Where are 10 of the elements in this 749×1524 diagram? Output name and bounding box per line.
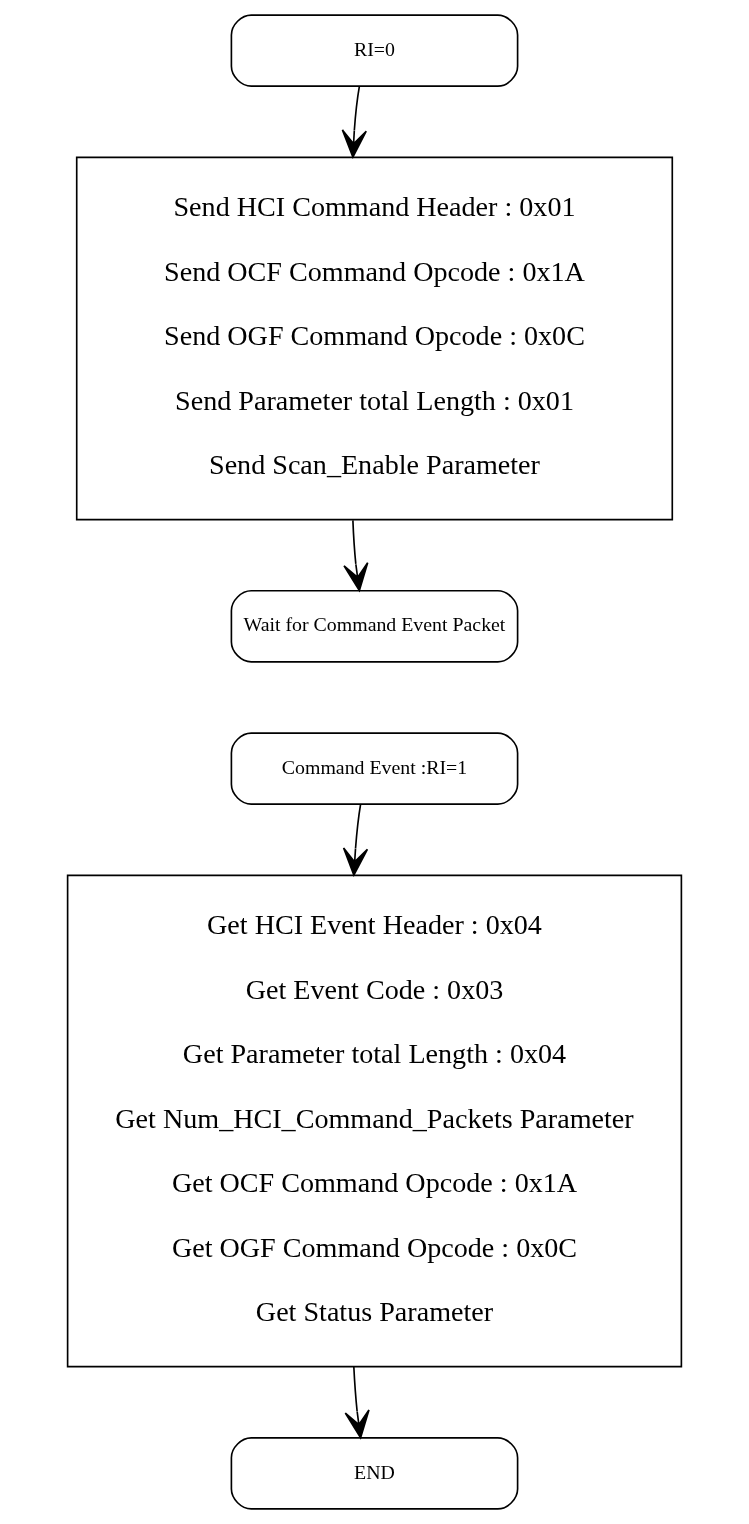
arrow [341,85,368,158]
node-box: END [230,1436,519,1510]
node-box: Send HCI Command Header : 0x01 Send OCF Command Opcode : 0x1A Send OGF Command Opcode : 0x0C Send Parameter total Length : 0x01 Send Scan_Enable Parameter [75,156,674,521]
arrow [344,1366,370,1439]
node-box: Get HCI Event Header : 0x04 Get Event Code : 0x03 Get Parameter total Length : 0x04 Get Num_HCI_Command_Packets Parameter Get OCF Command Opcode : 0x1A Get OGF Command Opcode : 0x0C Get Status Parameter [66,874,683,1368]
node-box: RI=0 [230,14,519,88]
arrow [342,803,369,876]
node-box: Wait for Command Event Packet [230,589,519,663]
arrow [343,519,369,592]
node-box: Command Event :RI=1 [230,732,519,805]
